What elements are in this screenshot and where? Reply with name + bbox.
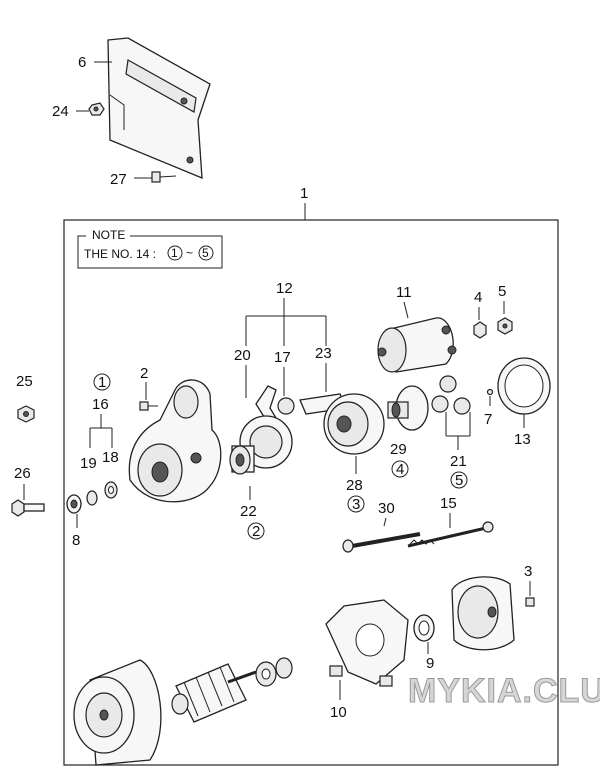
gear-housing-28-part <box>323 393 385 455</box>
callout-18: 18 <box>102 449 119 466</box>
planet-carrier-29-part <box>387 385 429 431</box>
callout-6: 6 <box>78 54 86 71</box>
note-line-prefix: THE NO. 14 : <box>84 247 156 261</box>
callout-22: 22 <box>240 503 257 520</box>
callout-13: 13 <box>514 431 531 448</box>
screw-2-part <box>139 401 158 411</box>
washers-part <box>255 657 293 687</box>
callout-9: 9 <box>426 655 434 672</box>
brush-holder-10-part <box>325 599 409 687</box>
callout-16: 16 <box>92 396 109 413</box>
through-bolt-15-part <box>407 521 494 548</box>
washer-4-part <box>473 321 487 339</box>
nut-5-part <box>497 317 513 335</box>
callout-11: 11 <box>396 284 412 301</box>
callout-12: 12 <box>276 280 293 297</box>
callout-3: 3 <box>524 563 532 580</box>
bushing-8-part <box>66 494 82 514</box>
watermark: MYKIA.CLUB <box>408 672 600 710</box>
callout-10: 10 <box>330 704 347 721</box>
callout-7: 7 <box>484 411 492 428</box>
circled-3: 3 <box>352 496 360 513</box>
callout-1: 1 <box>300 185 308 202</box>
yoke-part <box>73 659 162 766</box>
solenoid-11-part <box>377 317 457 373</box>
bolt-27-part <box>151 171 177 183</box>
note-header: NOTE <box>92 228 125 242</box>
pin-7-part <box>486 388 494 396</box>
lever-20-part <box>255 385 278 421</box>
washer-18-part <box>104 481 118 499</box>
note-range-start: 1 <box>171 246 178 260</box>
note-range-end: 5 <box>202 246 209 260</box>
through-bolt-30-part <box>342 532 421 553</box>
circled-2: 2 <box>252 523 260 540</box>
planet-gears-21-part <box>431 375 471 415</box>
callout-15: 15 <box>440 495 457 512</box>
callout-17: 17 <box>274 349 291 366</box>
assembly-frame <box>63 219 559 766</box>
nut-25-part <box>17 405 35 423</box>
callout-30: 30 <box>378 500 395 517</box>
note-tilde: ~ <box>186 246 193 260</box>
note-box: NOTE THE NO. 14 : 1 ~ 5 <box>77 228 223 269</box>
clutch-22-part <box>229 415 293 475</box>
callout-26: 26 <box>14 465 31 482</box>
callout-25: 25 <box>16 373 33 390</box>
callout-19: 19 <box>80 455 97 472</box>
gear-ring-13-part <box>497 357 551 415</box>
callout-29: 29 <box>390 441 407 458</box>
bushing-9-part <box>413 614 435 642</box>
callout-23: 23 <box>315 345 332 362</box>
bolt-26-part <box>11 499 45 517</box>
callout-2: 2 <box>140 365 148 382</box>
bracket-part <box>107 37 211 180</box>
spring-17-part <box>277 397 295 415</box>
circled-1: 1 <box>98 374 106 391</box>
callout-28: 28 <box>346 477 363 494</box>
circled-4: 4 <box>396 461 404 478</box>
callout-27: 27 <box>110 171 127 188</box>
callout-24: 24 <box>52 103 69 120</box>
callout-4: 4 <box>474 289 482 306</box>
front-housing-part <box>128 379 222 503</box>
armature-part <box>171 663 257 723</box>
screw-3-part <box>525 597 535 607</box>
circled-5: 5 <box>455 472 463 489</box>
rear-cover-part <box>451 576 515 651</box>
nut-24-part <box>88 102 105 116</box>
callout-8: 8 <box>72 532 80 549</box>
callout-21: 21 <box>450 453 467 470</box>
ring-19-part <box>86 490 98 506</box>
callout-5: 5 <box>498 283 506 300</box>
callout-20: 20 <box>234 347 251 364</box>
